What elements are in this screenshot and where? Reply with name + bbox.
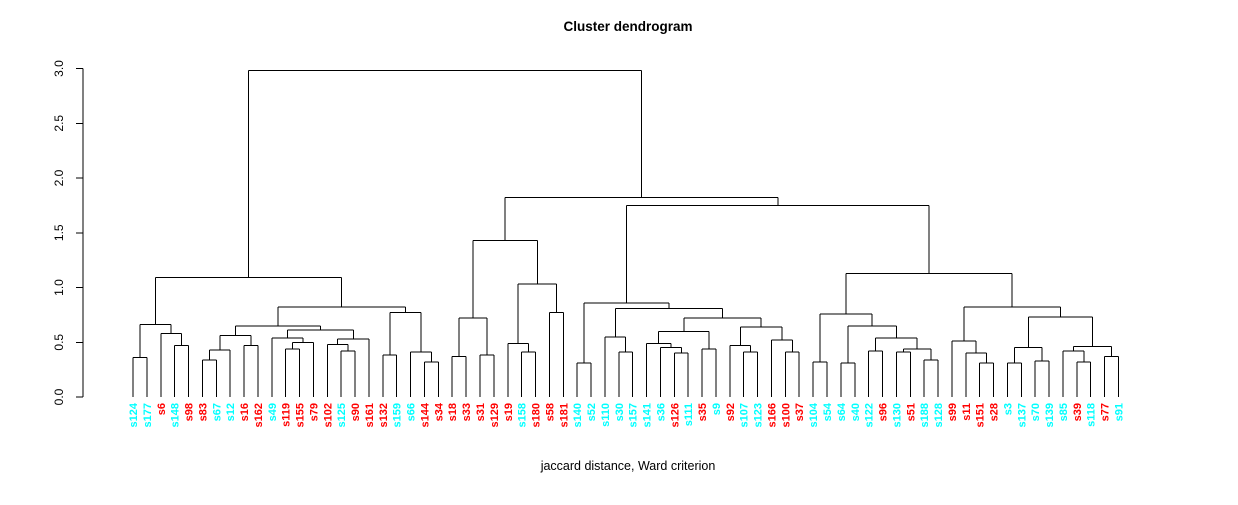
- leaf-label: s181: [558, 403, 570, 427]
- leaf-label: s155: [295, 403, 307, 427]
- leaf-label: s77: [1100, 403, 1112, 421]
- leaf-label: s104: [808, 402, 820, 427]
- leaf-label: s83: [197, 403, 209, 421]
- leaf-label: s111: [683, 403, 695, 426]
- leaf-label: s128: [933, 403, 945, 427]
- leaf-label: s161: [364, 403, 376, 427]
- y-axis-tick-label: 2.5: [52, 115, 66, 132]
- leaf-label: s151: [975, 403, 987, 427]
- leaf-label: s118: [1086, 403, 1098, 427]
- leaf-label: s188: [919, 403, 931, 427]
- leaf-label: s158: [517, 403, 529, 427]
- leaf-label: s91: [1113, 403, 1125, 421]
- leaf-label: s177: [142, 403, 154, 427]
- y-axis-tick-label: 0.0: [52, 388, 66, 405]
- leaf-label: s137: [1016, 403, 1028, 427]
- leaf-label: s92: [725, 403, 737, 421]
- leaf-label: s52: [586, 403, 598, 421]
- leaf-label: s30: [614, 403, 626, 421]
- leaf-label: s157: [628, 403, 640, 427]
- leaf-label: s66: [406, 403, 418, 421]
- y-axis-tick-label: 3.0: [52, 60, 66, 77]
- leaf-label: s33: [461, 403, 473, 421]
- leaf-label: s132: [378, 403, 390, 427]
- leaf-label: s31: [475, 403, 487, 421]
- leaf-label: s67: [211, 403, 223, 421]
- leaf-label: s85: [1058, 403, 1070, 421]
- leaf-label: s124: [128, 402, 140, 427]
- leaf-label: s18: [447, 403, 459, 421]
- leaf-label: s129: [489, 403, 501, 427]
- leaf-label: s102: [322, 403, 334, 427]
- leaf-label: s96: [878, 403, 890, 421]
- leaf-label: s141: [642, 403, 654, 427]
- leaf-label: s36: [655, 403, 667, 421]
- leaf-label: s126: [669, 403, 681, 427]
- leaf-label: s119: [281, 403, 293, 427]
- leaf-label: s79: [308, 403, 320, 421]
- leaf-label: s123: [753, 403, 765, 427]
- leaf-label: s148: [170, 403, 182, 427]
- leaf-label: s166: [766, 403, 778, 427]
- leaf-label: s58: [544, 403, 556, 421]
- leaf-label: s9: [711, 403, 723, 415]
- y-axis-tick-label: 0.5: [52, 334, 66, 351]
- leaf-label: s130: [891, 403, 903, 427]
- leaf-label: s12: [225, 403, 237, 421]
- leaf-label: s70: [1030, 403, 1042, 421]
- leaf-label: s139: [1044, 403, 1056, 427]
- dendrogram-tree: [132, 70, 1119, 397]
- leaf-label: s51: [905, 403, 917, 421]
- y-axis-tick-label: 2.0: [52, 169, 66, 186]
- leaf-label: s98: [184, 403, 196, 421]
- leaf-label: s159: [392, 403, 404, 427]
- y-axis-tick-labels: 0.0 0.5 1.0 1.5 2.0 2.5 3.0: [52, 60, 66, 406]
- leaf-label: s35: [697, 403, 709, 421]
- leaf-label: s99: [947, 403, 959, 421]
- leaf-label: s110: [600, 403, 612, 427]
- chart-subtitle: jaccard distance, Ward criterion: [540, 459, 716, 473]
- leaf-label: s140: [572, 403, 584, 427]
- leaf-label: s6: [156, 403, 168, 415]
- leaf-label: s100: [780, 403, 792, 427]
- leaf-label: s49: [267, 403, 279, 421]
- leaf-label: s34: [433, 402, 445, 421]
- leaf-label: s125: [336, 403, 348, 427]
- leaf-label: s144: [419, 402, 431, 427]
- y-axis: [76, 68, 84, 398]
- leaf-label: s107: [739, 403, 751, 427]
- leaf-label: s37: [794, 403, 806, 421]
- y-axis-tick-label: 1.5: [52, 224, 66, 241]
- leaf-label: s90: [350, 403, 362, 421]
- leaf-label: s122: [864, 403, 876, 427]
- chart-title: Cluster dendrogram: [563, 19, 692, 34]
- leaf-label: s54: [822, 402, 834, 421]
- leaf-label: s162: [253, 403, 265, 427]
- y-axis-tick-label: 1.0: [52, 279, 66, 296]
- leaf-label: s19: [503, 403, 515, 421]
- leaf-label: s16: [239, 403, 251, 421]
- leaf-label: s11: [961, 403, 973, 421]
- leaf-label: s64: [836, 402, 848, 421]
- leaf-label: s39: [1072, 403, 1084, 421]
- leaf-label: s180: [531, 403, 543, 427]
- leaf-label: s40: [850, 403, 862, 421]
- leaf-label: s28: [989, 403, 1001, 421]
- leaf-label: s3: [1002, 403, 1014, 415]
